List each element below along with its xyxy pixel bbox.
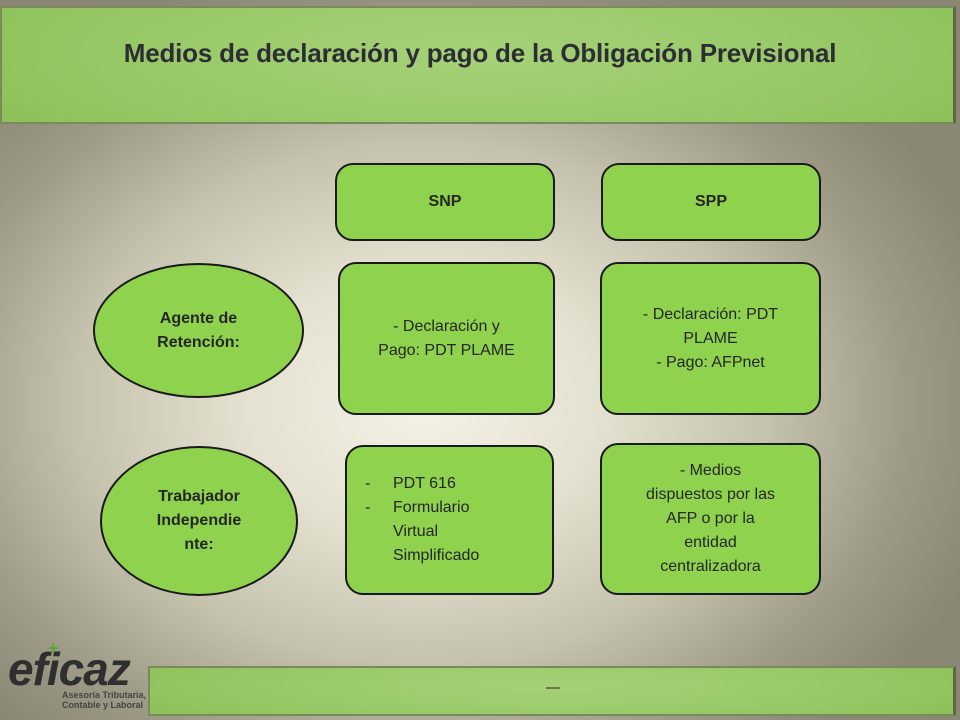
- cell-line: - Medios: [679, 462, 742, 479]
- row-label-agente-de-retencion: Agente de Retención:: [93, 263, 304, 398]
- cell-trabajador-snp: PDT 616 Formulario Virtual Simplificado: [345, 445, 554, 595]
- logo-tagline: Asesoría Tributaria, Contable y Laboral: [62, 690, 148, 710]
- logo-tagline-line: Contable y Laboral: [62, 700, 144, 710]
- row-label-line: Agente de: [159, 309, 238, 327]
- eficaz-logo: eficaz + Asesoría Tributaria, Contable y…: [2, 632, 150, 720]
- row-label-line: Trabajador: [158, 488, 240, 505]
- footer-divider: [546, 687, 560, 689]
- column-header-snp: SNP: [335, 163, 555, 241]
- row-label-line: Retención:: [157, 333, 240, 351]
- cell-list-item: PDT 616: [363, 472, 513, 496]
- cell-line: - Declaración y: [393, 317, 500, 335]
- cell-line: dispuestos por las: [646, 486, 775, 503]
- title-banner: [0, 6, 956, 124]
- cell-line: - Pago: AFPnet: [656, 353, 765, 371]
- logo-tagline-line: Asesoría Tributaria,: [62, 690, 147, 700]
- cell-line: centralizadora: [660, 558, 761, 575]
- cell-line: AFP o por la: [666, 510, 755, 527]
- row-label-trabajador-independiente: Trabajador Independie nte:: [100, 446, 298, 596]
- column-header-spp: SPP: [601, 163, 821, 241]
- page-title: Medios de declaración y pago de la Oblig…: [123, 38, 837, 68]
- footer-banner: [148, 666, 956, 716]
- cell-line: - Declaración: PDT: [642, 305, 779, 323]
- row-label-line: Independie: [156, 512, 242, 529]
- cell-line: PLAME: [683, 329, 738, 347]
- logo-wordmark: eficaz: [8, 643, 131, 695]
- row-label-line: nte:: [184, 536, 214, 553]
- plus-icon: +: [48, 638, 59, 658]
- cell-agente-spp: - Declaración: PDT PLAME - Pago: AFPnet: [600, 262, 821, 415]
- cell-line: Pago: PDT PLAME: [378, 341, 515, 359]
- cell-agente-snp: - Declaración y Pago: PDT PLAME: [338, 262, 555, 415]
- cell-trabajador-spp: - Medios dispuestos por las AFP o por la…: [600, 443, 821, 595]
- cell-list-item: Formulario Virtual Simplificado: [363, 496, 513, 568]
- cell-line: entidad: [684, 534, 737, 551]
